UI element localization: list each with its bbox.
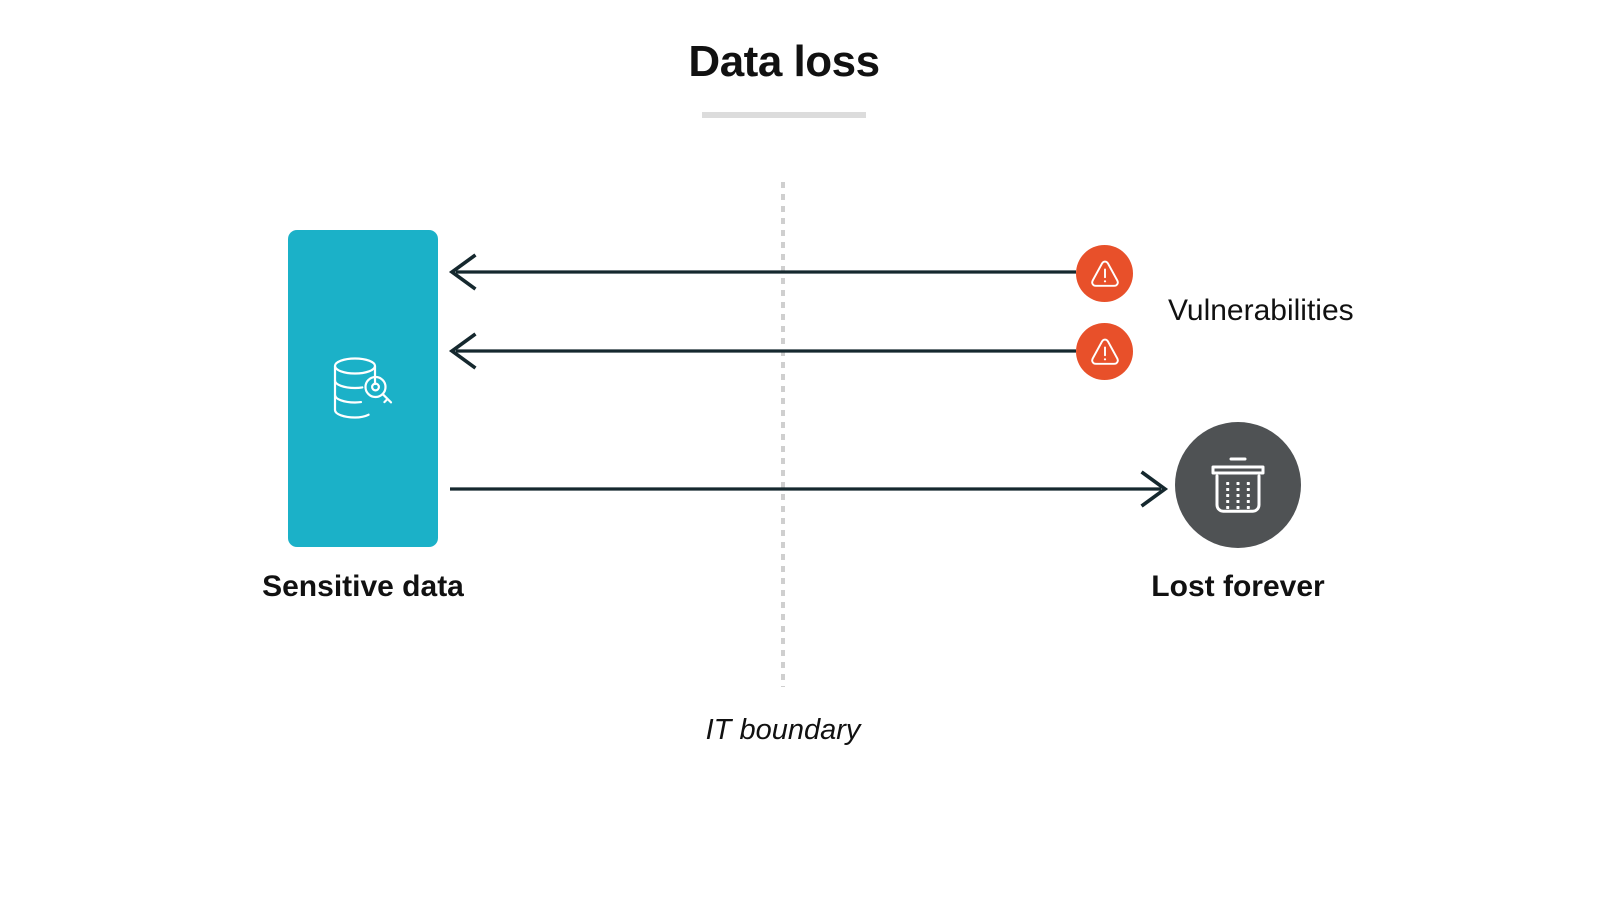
node-vulnerability-1[interactable] bbox=[1076, 245, 1133, 302]
node-lost-forever[interactable] bbox=[1175, 422, 1301, 548]
arrow-data-outbound bbox=[450, 470, 1169, 508]
title-underline-rule bbox=[702, 112, 866, 118]
warning-triangle-icon bbox=[1090, 338, 1119, 365]
node-sensitive-data[interactable] bbox=[288, 230, 438, 547]
node-vulnerability-2[interactable] bbox=[1076, 323, 1133, 380]
label-lost-forever: Lost forever bbox=[1151, 570, 1325, 603]
it-boundary-divider bbox=[781, 182, 785, 687]
page-title: Data loss bbox=[688, 37, 880, 86]
label-sensitive-data: Sensitive data bbox=[262, 570, 464, 603]
trash-can-icon bbox=[1211, 457, 1265, 513]
database-key-icon bbox=[333, 356, 393, 419]
label-vulnerabilities: Vulnerabilities bbox=[1168, 294, 1354, 327]
arrow-vuln-inbound-1 bbox=[448, 253, 1076, 291]
warning-triangle-icon bbox=[1090, 260, 1119, 287]
it-boundary-label: IT boundary bbox=[705, 714, 861, 746]
arrow-vuln-inbound-2 bbox=[448, 332, 1076, 370]
